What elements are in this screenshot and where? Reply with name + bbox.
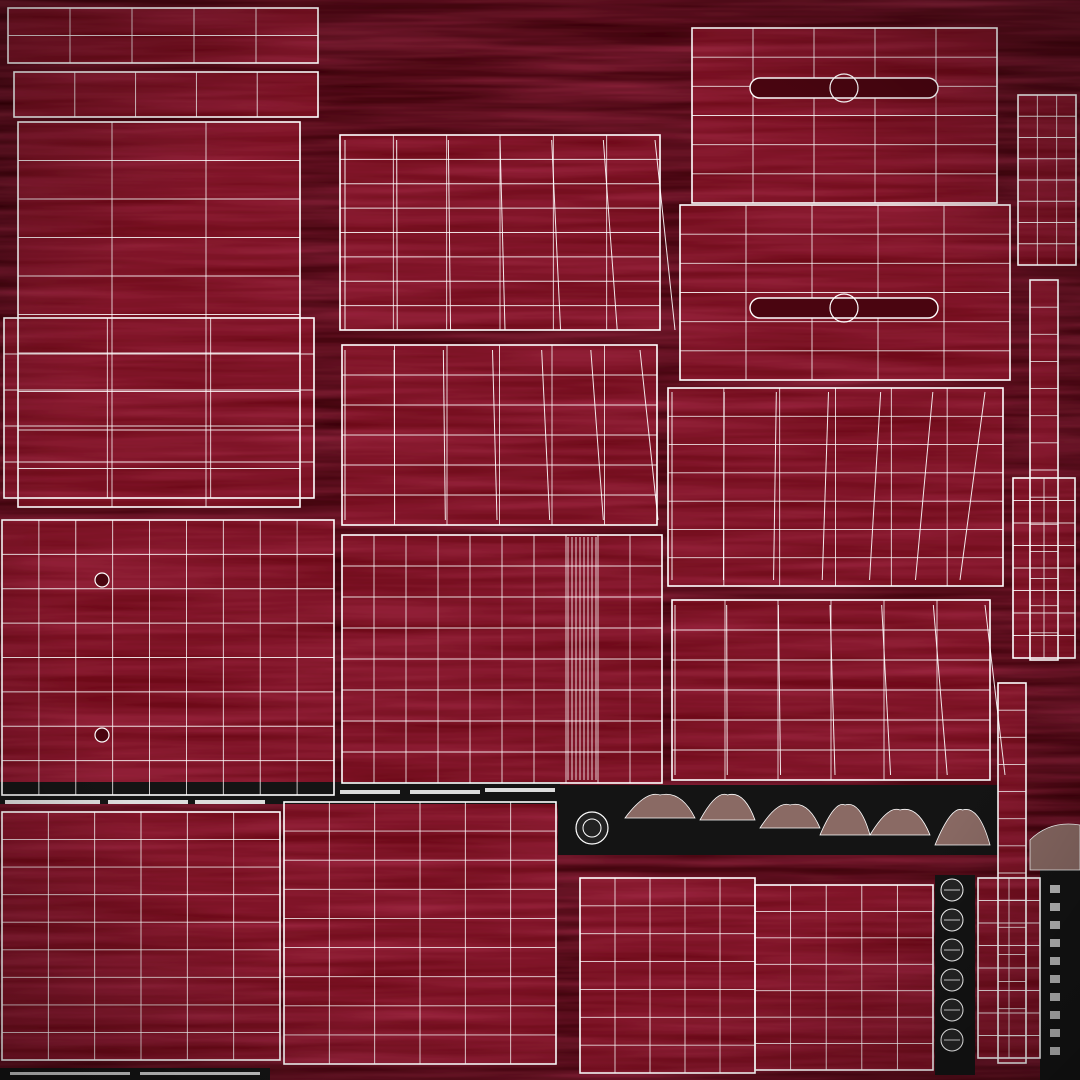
vignette — [0, 0, 1080, 1080]
uv-layout-canvas — [0, 0, 1080, 1080]
